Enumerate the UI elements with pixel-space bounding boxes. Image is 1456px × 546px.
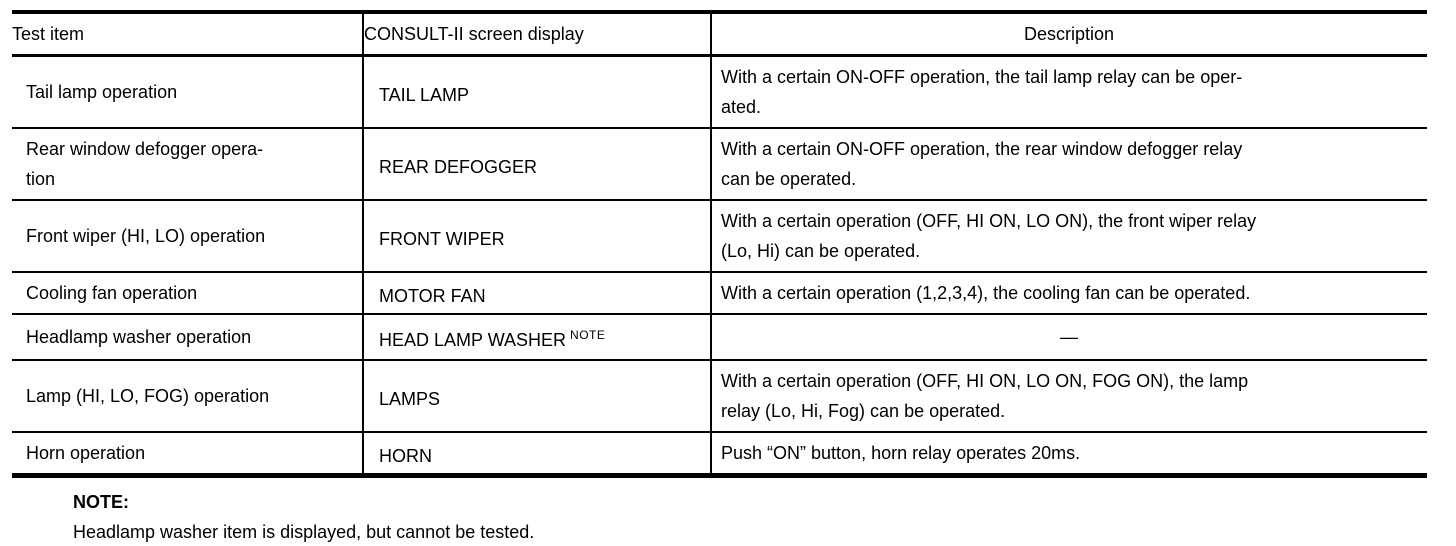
screen-display-cell: HORN <box>363 432 712 478</box>
table-row-lamps: Lamp (HI, LO, FOG) operation LAMPS With … <box>12 360 1427 433</box>
test-item-cell: Front wiper (HI, LO) operation <box>12 200 364 273</box>
table-row-cooling-fan: Cooling fan operation MOTOR FAN With a c… <box>12 272 1427 315</box>
screen-display-text: FRONT WIPER <box>379 228 505 249</box>
table-row-front-wiper: Front wiper (HI, LO) operation FRONT WIP… <box>12 200 1427 273</box>
test-item-cell: Horn operation <box>12 432 364 478</box>
test-item-cell: Headlamp washer operation <box>12 314 364 361</box>
description-cell: With a certain operation (OFF, HI ON, LO… <box>711 360 1427 433</box>
note-superscript: NOTE <box>570 327 606 342</box>
screen-display-cell: LAMPS <box>363 360 712 433</box>
screen-display-text: HEAD LAMP WASHER <box>379 329 567 350</box>
screen-display-text: TAIL LAMP <box>379 84 470 105</box>
table-row-rear-defogger: Rear window defogger opera- tion REAR DE… <box>12 128 1427 201</box>
note-label: NOTE: <box>73 492 129 512</box>
table-header-row: Test item CONSULT-II screen display Desc… <box>12 12 1427 57</box>
test-item-cell: Cooling fan operation <box>12 272 364 315</box>
screen-display-text: MOTOR FAN <box>379 285 486 306</box>
screen-display-cell: FRONT WIPER <box>363 200 712 273</box>
column-header-description: Description <box>711 12 1427 57</box>
test-item-cell: Lamp (HI, LO, FOG) operation <box>12 360 364 433</box>
test-item-cell: Tail lamp operation <box>12 55 364 129</box>
description-cell-empty-dash: — <box>711 314 1427 361</box>
screen-display-cell: MOTOR FAN <box>363 272 712 315</box>
description-cell: With a certain operation (1,2,3,4), the … <box>711 272 1427 315</box>
description-cell: Push “ON” button, horn relay operates 20… <box>711 432 1427 478</box>
screen-display-text: LAMPS <box>379 388 441 409</box>
consult-active-test-table: Test item CONSULT-II screen display Desc… <box>12 10 1427 478</box>
screen-display-text: REAR DEFOGGER <box>379 156 538 177</box>
screen-display-cell: TAIL LAMP <box>363 55 712 129</box>
screen-display-cell: REAR DEFOGGER <box>363 128 712 201</box>
description-cell: With a certain ON-OFF operation, the rea… <box>711 128 1427 201</box>
screen-display-text: HORN <box>379 445 432 466</box>
table-row-tail-lamp: Tail lamp operation TAIL LAMP With a cer… <box>12 55 1427 129</box>
note-text: Headlamp washer item is displayed, but c… <box>73 522 535 542</box>
table-row-headlamp-washer: Headlamp washer operation HEAD LAMP WASH… <box>12 314 1427 361</box>
description-cell: With a certain operation (OFF, HI ON, LO… <box>711 200 1427 273</box>
description-cell: With a certain ON-OFF operation, the tai… <box>711 55 1427 129</box>
test-item-cell: Rear window defogger opera- tion <box>12 128 364 201</box>
column-header-test-item: Test item <box>12 12 364 57</box>
column-header-consult-screen-display: CONSULT-II screen display <box>363 12 712 57</box>
table-row-horn: Horn operation HORN Push “ON” button, ho… <box>12 432 1427 478</box>
footnote: NOTE: Headlamp washer item is displayed,… <box>73 487 1456 546</box>
